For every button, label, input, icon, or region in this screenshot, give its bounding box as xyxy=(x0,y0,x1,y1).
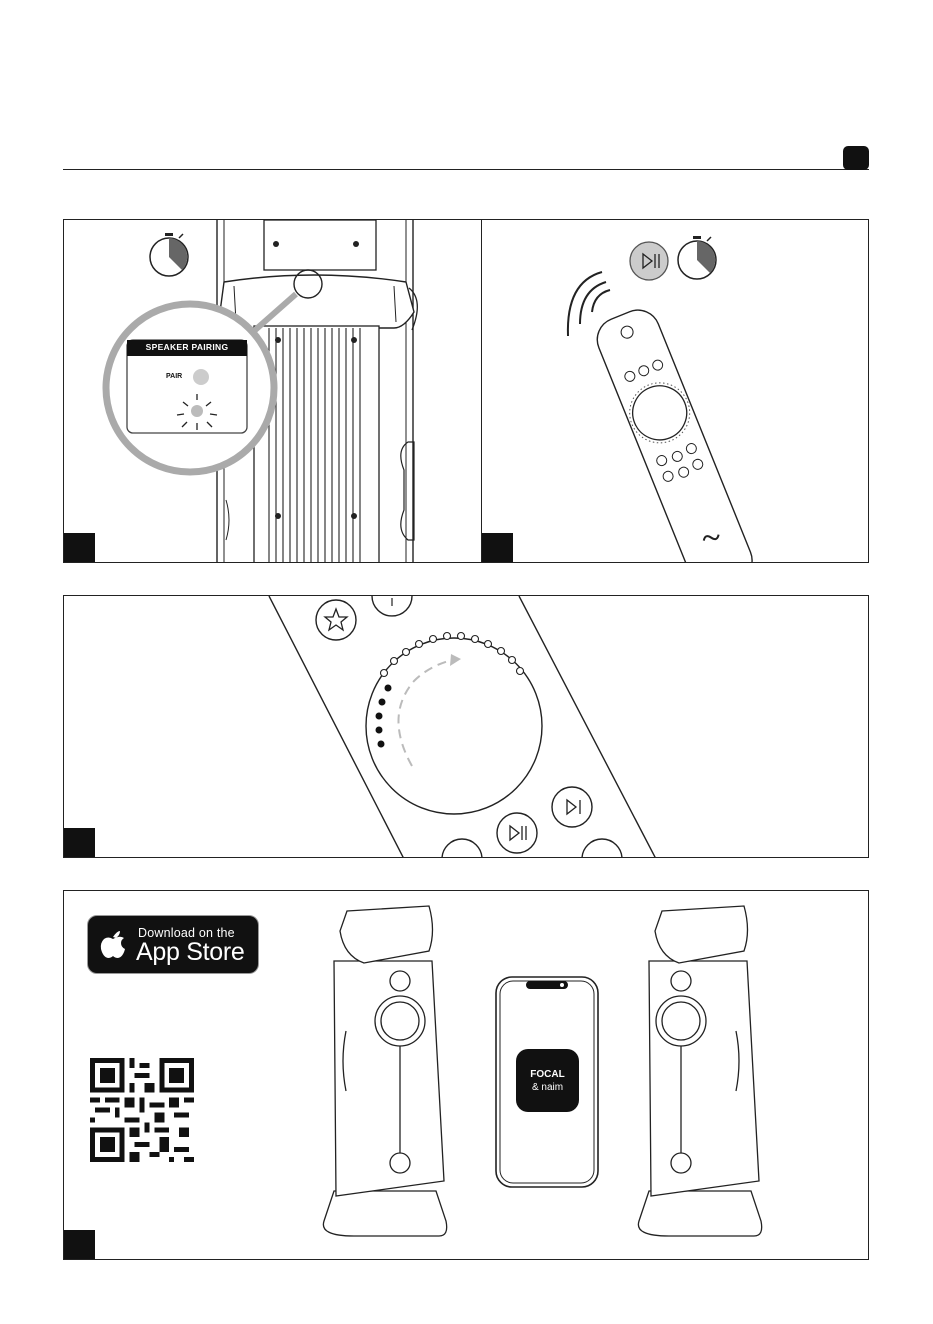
apple-logo-icon xyxy=(100,929,126,959)
step-badge xyxy=(64,828,95,857)
play-pause-icon xyxy=(630,242,668,280)
panel-remote-pairing xyxy=(481,219,869,563)
app-store-badge[interactable]: Download on the App Store xyxy=(87,915,259,974)
app-store-big-text: App Store xyxy=(136,938,244,967)
panel-speaker-pairing: SPEAKER PAIRING PAIR xyxy=(63,219,483,563)
timer-icon xyxy=(678,236,716,279)
header-rule xyxy=(63,169,869,170)
speaker-rear-illustration xyxy=(64,220,483,563)
step-badge xyxy=(482,533,513,562)
phone-brand-line1: FOCAL xyxy=(516,1069,579,1080)
remote-illustration xyxy=(482,220,869,563)
speaker-left xyxy=(323,906,446,1236)
callout-title: SPEAKER PAIRING xyxy=(127,342,247,352)
remote-closeup-illustration xyxy=(64,596,869,858)
speaker-right xyxy=(638,906,761,1236)
panel-volume-dial xyxy=(63,595,869,858)
timer-icon xyxy=(150,233,188,276)
page-number-badge xyxy=(843,146,869,170)
step-badge xyxy=(64,533,95,562)
qr-code[interactable] xyxy=(90,1058,194,1162)
pair-label: PAIR xyxy=(166,373,182,380)
phone-brand-line2: & naim xyxy=(516,1082,579,1093)
step-badge xyxy=(64,1230,95,1259)
